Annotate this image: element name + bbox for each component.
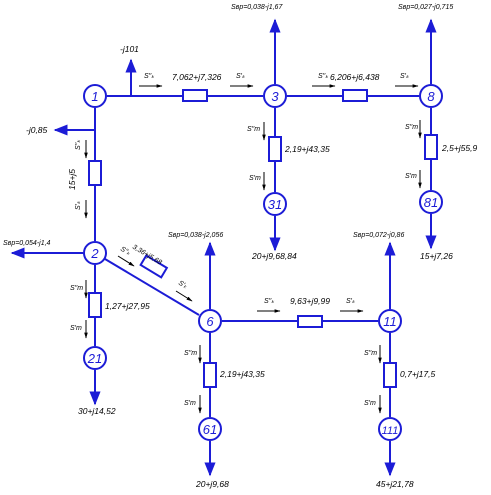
impedance-2-21 bbox=[88, 292, 102, 318]
flow-3-31-end: S′т bbox=[249, 175, 261, 182]
flow-3-8-end: S′ₖ bbox=[400, 73, 410, 80]
flow-arrows bbox=[84, 84, 422, 414]
z-6-11: 9,63+j9,99 bbox=[290, 296, 330, 306]
flow-11-111-end: S′т bbox=[364, 400, 376, 407]
load-21: 30+j14,52 bbox=[78, 406, 116, 416]
inj-n8-top: Sвp=0,027-j0,715 bbox=[398, 4, 453, 11]
load-81: 15+j7,26 bbox=[420, 251, 453, 261]
node-21-circle bbox=[83, 346, 107, 370]
node-6-circle bbox=[198, 309, 222, 333]
z-3-31: 2,19+j43,35 bbox=[284, 144, 330, 154]
impedance-6-11 bbox=[297, 315, 323, 328]
z-1-2: 15+j5 bbox=[67, 169, 77, 190]
node-8-circle bbox=[419, 84, 443, 108]
flow-1-3-end: S′ₖ bbox=[236, 73, 246, 80]
flow-2-6-end: S′ₖ bbox=[177, 280, 189, 291]
node-8-label: 8 bbox=[427, 89, 435, 104]
node-labels: 1 3 8 2 31 81 6 11 21 61 111 bbox=[87, 89, 438, 437]
impedance-1-2 bbox=[88, 160, 102, 186]
inj-n6-top: Sвp=0,038-j2,056 bbox=[168, 232, 223, 239]
flow-11-111-start: S′′т bbox=[364, 350, 377, 357]
node-81-circle bbox=[419, 190, 443, 214]
node-21-label: 21 bbox=[87, 351, 102, 366]
flow-6-11-end: S′ₖ bbox=[346, 298, 356, 305]
impedance-3-8 bbox=[342, 89, 368, 102]
impedance-3-31 bbox=[268, 136, 282, 162]
z-2-21: 1,27+j27,95 bbox=[105, 301, 150, 311]
node-3-label: 3 bbox=[271, 89, 279, 104]
z-11-111: 0,7+j17,5 bbox=[400, 369, 435, 379]
z-1-3: 7,062+j7,326 bbox=[172, 72, 222, 82]
impedance-1-3 bbox=[182, 89, 208, 102]
node-2-circle bbox=[83, 241, 107, 265]
injection-labels: -j101 -j0,85 Sвp=0,038-j1,67 Sвp=0,027-j… bbox=[3, 4, 453, 247]
flow-8-81-end: S′т bbox=[405, 173, 417, 180]
inj-n3-top: Sвp=0,038-j1,67 bbox=[231, 4, 283, 11]
flow-1-2-end: S′ₖ bbox=[75, 200, 82, 210]
impedance-2-6 bbox=[139, 254, 169, 279]
impedance-8-81 bbox=[424, 134, 438, 160]
node-31-circle bbox=[263, 192, 287, 216]
flow-8-81-start: S′′т bbox=[405, 124, 418, 131]
injection-arrows bbox=[10, 18, 437, 477]
flow-2-21-start: S′′т bbox=[70, 285, 83, 292]
flow-1-3-start: S′′ₖ bbox=[144, 73, 155, 80]
impedance-labels: 7,062+j7,326 6,206+j6,438 15+j5 2,19+j43… bbox=[67, 72, 477, 379]
load-31: 20+j9,68,84 bbox=[251, 251, 297, 261]
flow-6-61-start: S′′т bbox=[184, 350, 197, 357]
node-3-circle bbox=[263, 84, 287, 108]
node-6-label: 6 bbox=[206, 314, 214, 329]
node-11-label: 11 bbox=[383, 314, 397, 329]
node-81-label: 81 bbox=[424, 195, 438, 210]
impedance-11-111 bbox=[383, 362, 397, 388]
flow-3-31-start: S′′т bbox=[247, 126, 260, 133]
load-111: 45+j21,78 bbox=[376, 479, 414, 489]
impedance-boxes bbox=[88, 89, 438, 388]
z-6-61: 2,19+j43,35 bbox=[219, 369, 265, 379]
load-labels: 20+j9,68,84 15+j7,26 30+j14,52 20+j9,68 … bbox=[78, 251, 453, 489]
flow-2-6-start: S′′ₖ bbox=[119, 246, 132, 258]
flow-6-11-start: S′′ₖ bbox=[264, 298, 275, 305]
flow-3-8-start: S′′ₖ bbox=[318, 73, 329, 80]
flow-2-21-end: S′т bbox=[70, 325, 82, 332]
node-2-label: 2 bbox=[90, 246, 99, 261]
node-1-label: 1 bbox=[91, 89, 98, 104]
flow-1-2-start: S′′ₖ bbox=[75, 139, 82, 150]
inj-n11-top: Sвp=0,072-j0,86 bbox=[353, 232, 404, 239]
z-8-81: 2,5+j55,9 bbox=[441, 143, 477, 153]
node-1-circle bbox=[83, 84, 107, 108]
node-61-label: 61 bbox=[203, 422, 217, 437]
node-11-circle bbox=[378, 309, 402, 333]
flow-power-labels: S′′ₖ S′ₖ S′′ₖ S′ₖ S′′ₖ S′ₖ S′′т S′т S′′т… bbox=[70, 73, 418, 407]
inj-n1-top: -j101 bbox=[120, 44, 139, 54]
node-61-circle bbox=[198, 417, 222, 441]
inj-n2-left: Sвp=0,054-j1,4 bbox=[3, 240, 51, 247]
node-111-label: 111 bbox=[382, 425, 399, 437]
load-61: 20+j9,68 bbox=[195, 479, 229, 489]
node-circles bbox=[83, 84, 443, 441]
impedance-6-61 bbox=[203, 362, 217, 388]
z-3-8: 6,206+j6,438 bbox=[330, 72, 380, 82]
node-31-label: 31 bbox=[268, 197, 282, 212]
node-111-circle bbox=[378, 417, 402, 441]
flow-6-61-end: S′т bbox=[184, 400, 196, 407]
inj-n1-left: -j0,85 bbox=[26, 125, 48, 135]
